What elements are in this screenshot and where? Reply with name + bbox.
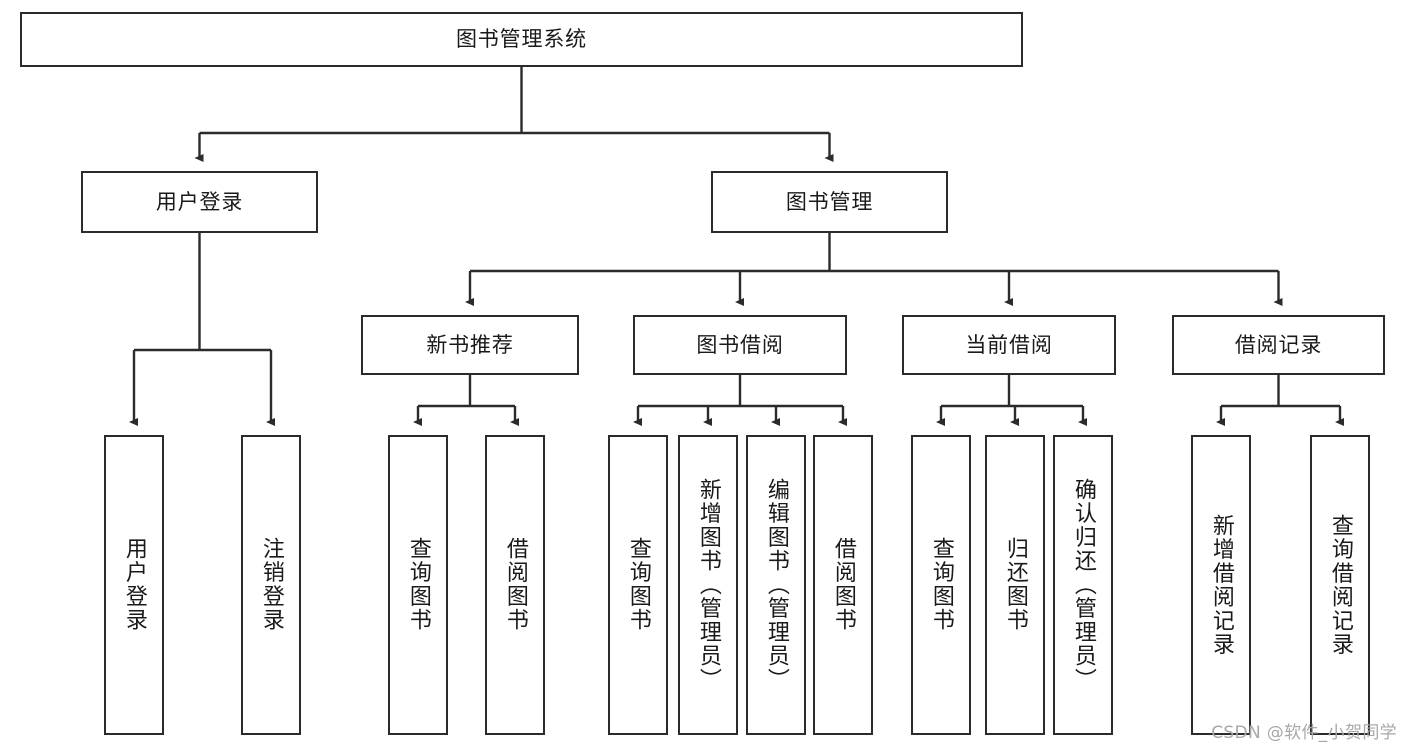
node-leaf-edit-book[interactable]: 编辑图书（管理员）: [746, 435, 806, 735]
node-label: 确认归还（管理员）: [1070, 478, 1096, 692]
watermark: CSDN @软件_小贺同学: [1211, 723, 1397, 743]
node-label: 查询图书: [928, 537, 954, 633]
node-label: 当前借阅: [965, 332, 1053, 357]
node-new-book-recommend[interactable]: 新书推荐: [361, 315, 579, 375]
node-label: 借阅图书: [830, 537, 856, 633]
node-leaf-add-record[interactable]: 新增借阅记录: [1191, 435, 1251, 735]
node-label: 新增图书（管理员）: [695, 478, 721, 692]
node-root[interactable]: 图书管理系统: [20, 12, 1023, 67]
node-leaf-query-book-3[interactable]: 查询图书: [911, 435, 971, 735]
node-leaf-query-record[interactable]: 查询借阅记录: [1310, 435, 1370, 735]
node-leaf-logout[interactable]: 注销登录: [241, 435, 301, 735]
node-label: 查询借阅记录: [1327, 513, 1353, 657]
node-leaf-user-login[interactable]: 用户登录: [104, 435, 164, 735]
node-label: 编辑图书（管理员）: [763, 478, 789, 692]
node-label: 图书管理系统: [455, 27, 588, 52]
node-leaf-confirm-return[interactable]: 确认归还（管理员）: [1053, 435, 1113, 735]
node-user-login[interactable]: 用户登录: [81, 171, 318, 233]
node-label: 注销登录: [258, 537, 284, 633]
node-label: 归还图书: [1002, 537, 1028, 633]
node-label: 用户登录: [155, 189, 244, 214]
node-label: 图书管理: [785, 189, 874, 214]
node-borrow-record[interactable]: 借阅记录: [1172, 315, 1385, 375]
node-label: 借阅图书: [502, 537, 528, 633]
node-label: 查询图书: [625, 537, 651, 633]
node-leaf-query-book-2[interactable]: 查询图书: [608, 435, 668, 735]
node-label: 借阅记录: [1234, 332, 1323, 357]
node-current-borrow[interactable]: 当前借阅: [902, 315, 1116, 375]
node-leaf-borrow-book-2[interactable]: 借阅图书: [813, 435, 873, 735]
node-label: 查询图书: [405, 537, 431, 633]
node-leaf-borrow-book-1[interactable]: 借阅图书: [485, 435, 545, 735]
node-label: 用户登录: [121, 537, 147, 633]
node-label: 新增借阅记录: [1208, 513, 1234, 657]
node-label: 新书推荐: [426, 332, 514, 357]
node-leaf-return-book[interactable]: 归还图书: [985, 435, 1045, 735]
node-label: 图书借阅: [696, 332, 784, 357]
node-leaf-query-book-1[interactable]: 查询图书: [388, 435, 448, 735]
node-book-manage[interactable]: 图书管理: [711, 171, 948, 233]
node-book-borrow[interactable]: 图书借阅: [633, 315, 847, 375]
node-leaf-add-book[interactable]: 新增图书（管理员）: [678, 435, 738, 735]
